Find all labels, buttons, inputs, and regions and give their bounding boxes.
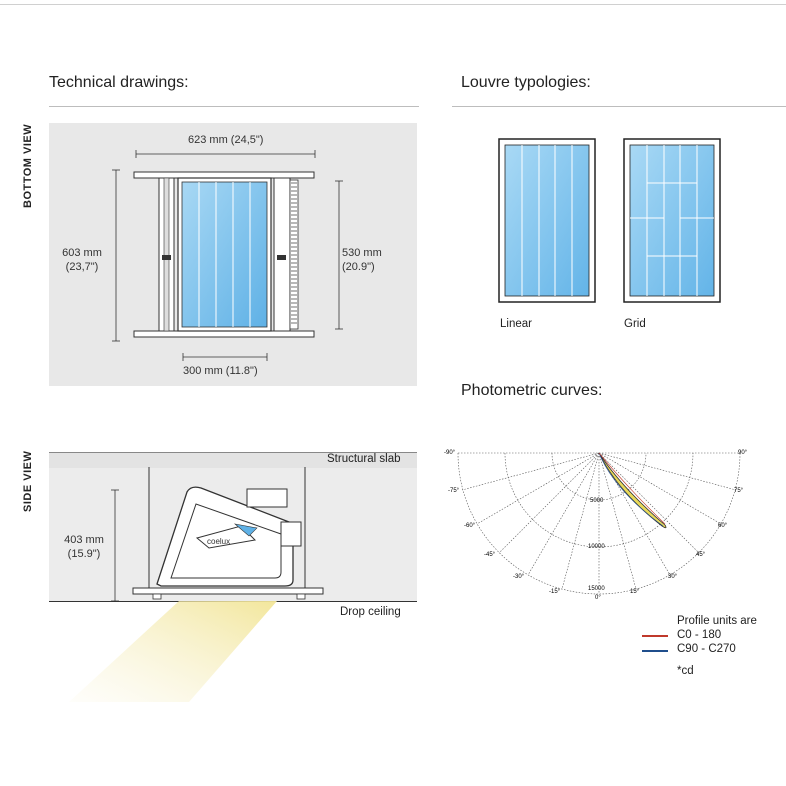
louvre-linear-diagram [498, 138, 596, 303]
side-view-drawing: coelux [69, 467, 324, 702]
height-dimension: 603 mm (23,7") [56, 246, 108, 274]
side-view-label: SIDE VIEW [22, 450, 34, 512]
angle-label-n30: -30° [513, 574, 525, 580]
height-in: (23,7") [65, 261, 99, 273]
bottom-view-drawing [112, 150, 343, 361]
angle-label-60: 60° [718, 523, 728, 529]
angle-label-15: 15° [630, 589, 640, 595]
height-mm: 603 mm [62, 247, 102, 259]
angle-label-n90: -90° [444, 450, 456, 456]
side-height-mm: 403 mm [64, 534, 104, 546]
angle-label-0: 0° [595, 595, 601, 600]
brand-logo-text: coelux [207, 537, 230, 546]
radial-label-5000: 5000 [590, 498, 604, 504]
photometric-curves-title: Photometric curves: [461, 382, 603, 399]
radial-label-15000: 15000 [588, 586, 605, 592]
angle-label-30: 30° [668, 574, 678, 580]
angle-label-n75: -75° [448, 488, 460, 494]
legend-title: Profile units are [677, 615, 757, 627]
legend-swatch-c0 [642, 635, 668, 637]
drop-ceiling-label: Drop ceiling [340, 606, 401, 618]
technical-drawings-rule [49, 106, 419, 107]
inner-height-dimension: 530 mm (20.9") [342, 246, 394, 274]
angle-label-75: 75° [734, 488, 744, 494]
structural-slab-label: Structural slab [327, 453, 401, 465]
technical-drawings-title: Technical drawings: [49, 74, 189, 91]
radial-label-10000: 10000 [588, 544, 605, 550]
louvre-grid-diagram [623, 138, 721, 303]
louvre-linear-label: Linear [500, 318, 532, 330]
legend-swatch-c90 [642, 650, 668, 652]
legend-label-c90: C90 - C270 [677, 643, 736, 655]
angle-label-45: 45° [696, 552, 706, 558]
angle-label-n15: -15° [549, 589, 561, 595]
louvre-diagrams [498, 138, 721, 303]
side-height-dimension: 403 mm (15.9") [56, 533, 112, 561]
unit-note: *cd [677, 665, 694, 677]
louvre-typologies-title: Louvre typologies: [461, 74, 591, 91]
top-rule [0, 4, 786, 5]
width-dimension: 623 mm (24,5") [188, 134, 264, 146]
bottom-view-label: BOTTOM VIEW [22, 123, 34, 208]
inner-height-mm: 530 mm [342, 247, 382, 259]
angle-label-90: 90° [738, 450, 748, 456]
photometric-polar-chart: -90° -75° -60° -45° -30° -15° 90° 75° 60… [444, 450, 748, 600]
inner-width-dimension: 300 mm (11.8") [183, 365, 258, 377]
inner-height-in: (20.9") [342, 261, 375, 273]
angle-label-n45: -45° [484, 552, 496, 558]
louvre-typologies-rule [452, 106, 786, 107]
louvre-grid-label: Grid [624, 318, 646, 330]
side-height-in: (15.9") [67, 548, 101, 560]
legend-label-c0: C0 - 180 [677, 629, 722, 641]
angle-label-n60: -60° [464, 523, 476, 529]
